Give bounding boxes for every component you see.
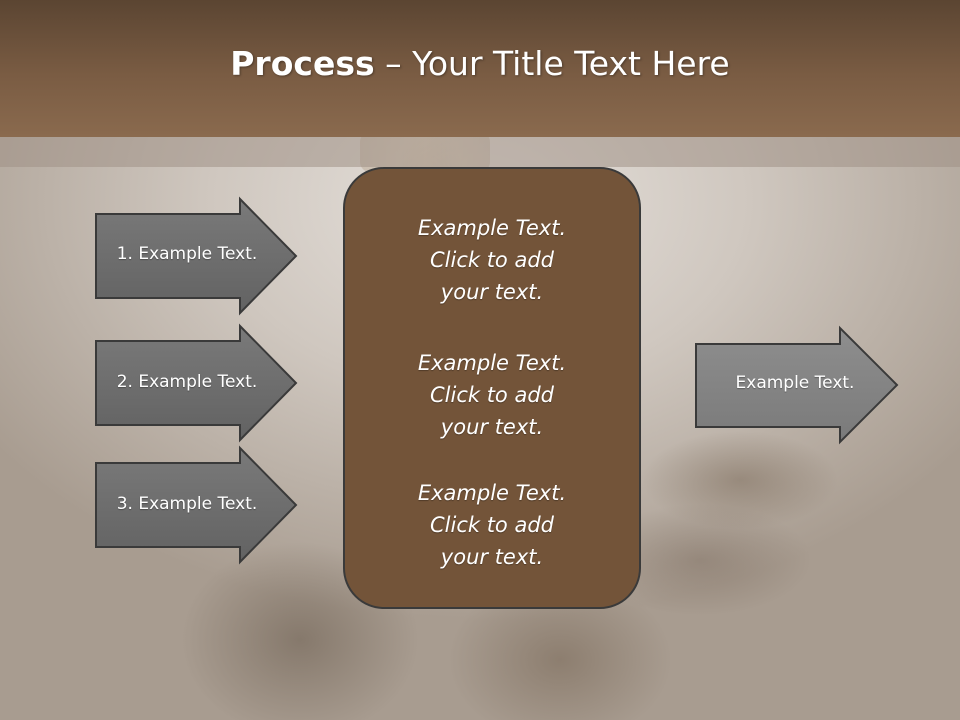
center-text-block-3: Example Text. Click to add your text.	[344, 477, 640, 573]
title-rest-text: – Your Title Text Here	[374, 44, 730, 83]
arrow-shape-1[interactable]	[95, 196, 298, 316]
title-bar: Process – Your Title Text Here	[0, 0, 960, 137]
center-line: Click to add	[429, 383, 554, 407]
arrow-shape-3[interactable]	[95, 445, 298, 565]
center-line: your text.	[440, 415, 544, 439]
slide-title[interactable]: Process – Your Title Text Here	[230, 44, 729, 83]
center-line: Click to add	[429, 513, 554, 537]
header-band	[0, 137, 960, 167]
right-arrow-shape[interactable]	[695, 325, 899, 445]
center-box-shape[interactable]	[343, 167, 641, 609]
arrow-label-2: 2. Example Text.	[116, 372, 258, 392]
center-line: your text.	[440, 280, 544, 304]
right-arrow-label: Example Text.	[735, 373, 855, 393]
arrow-shape-2[interactable]	[95, 323, 298, 443]
arrow-label-1: 1. Example Text.	[116, 244, 258, 264]
arrow-label-3: 3. Example Text.	[116, 494, 258, 514]
center-text-block-1: Example Text. Click to add your text.	[344, 212, 640, 308]
center-line: Example Text.	[417, 216, 567, 240]
center-line: Example Text.	[417, 481, 567, 505]
center-line: Click to add	[429, 248, 554, 272]
title-bold-text: Process	[230, 44, 375, 83]
center-text-block-2: Example Text. Click to add your text.	[344, 347, 640, 443]
center-line: your text.	[440, 545, 544, 569]
center-line: Example Text.	[417, 351, 567, 375]
